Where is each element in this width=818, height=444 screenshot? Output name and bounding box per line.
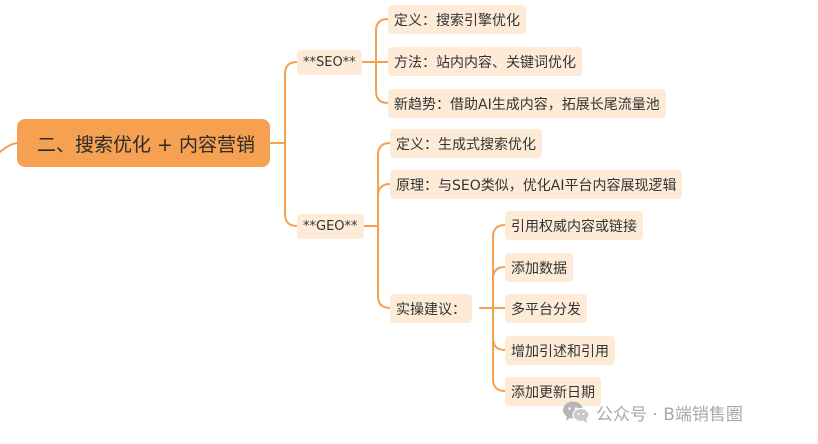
seo-definition-node[interactable]: 定义：搜索引擎优化 xyxy=(388,5,526,34)
wechat-icon xyxy=(563,401,590,423)
seo-node[interactable]: **SEO** xyxy=(297,50,362,75)
geo-principle-label: 原理：与SEO类似，优化AI平台内容展现逻辑 xyxy=(396,177,677,194)
geo-definition-label: 定义：生成式搜索优化 xyxy=(396,136,536,153)
practice-item-1[interactable]: 引用权威内容或链接 xyxy=(505,211,643,240)
practice-item-2[interactable]: 添加数据 xyxy=(505,253,573,282)
connector-seo-trend xyxy=(375,61,389,104)
seo-method-node[interactable]: 方法：站内内容、关键词优化 xyxy=(388,47,582,76)
connector-root-entry xyxy=(0,142,18,153)
practice-item-label: 引用权威内容或链接 xyxy=(511,218,637,235)
connector-geo-definition xyxy=(377,142,391,227)
geo-definition-node[interactable]: 定义：生成式搜索优化 xyxy=(390,129,542,158)
seo-trend-label: 新趋势：借助AI生成内容，拓展长尾流量池 xyxy=(394,96,660,113)
connector-geo-principle xyxy=(377,183,391,227)
geo-node[interactable]: **GEO** xyxy=(297,214,364,239)
seo-definition-label: 定义：搜索引擎优化 xyxy=(394,12,520,29)
root-label: 二、搜索优化 + 内容营销 xyxy=(37,133,255,156)
connector-geo-practice xyxy=(377,225,391,309)
practice-item-label: 添加更新日期 xyxy=(511,384,595,401)
connector-practice-item-4 xyxy=(492,307,506,351)
practice-item-3[interactable]: 多平台分发 xyxy=(505,294,587,323)
geo-principle-node[interactable]: 原理：与SEO类似，优化AI平台内容展现逻辑 xyxy=(390,170,683,199)
practice-item-label: 增加引述和引用 xyxy=(511,343,609,360)
watermark-text: 公众号 · B端销售圈 xyxy=(596,404,743,425)
connector-root-geo xyxy=(284,142,298,227)
practice-item-label: 多平台分发 xyxy=(511,301,581,318)
practice-item-5[interactable]: 添加更新日期 xyxy=(505,377,601,406)
practice-item-4[interactable]: 增加引述和引用 xyxy=(505,336,615,365)
seo-trend-node[interactable]: 新趋势：借助AI生成内容，拓展长尾流量池 xyxy=(388,89,666,118)
practice-item-label: 添加数据 xyxy=(511,260,567,277)
watermark: 公众号 · B端销售圈 xyxy=(562,398,743,426)
root-node[interactable]: 二、搜索优化 + 内容营销 xyxy=(17,119,270,167)
seo-label: **SEO** xyxy=(303,55,356,70)
connector-root-seo xyxy=(284,61,298,144)
seo-method-label: 方法：站内内容、关键词优化 xyxy=(394,54,576,71)
geo-practice-node[interactable]: 实操建议： xyxy=(390,294,472,323)
connector-practice-item-2 xyxy=(492,266,506,309)
connector-practice-item-1 xyxy=(492,224,506,309)
connector-practice-item-5 xyxy=(492,307,506,392)
connector-seo-definition xyxy=(375,18,389,63)
geo-label: **GEO** xyxy=(303,219,358,234)
geo-practice-label: 实操建议： xyxy=(396,301,466,318)
